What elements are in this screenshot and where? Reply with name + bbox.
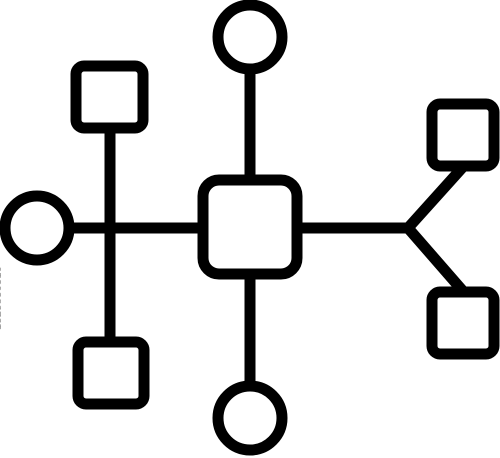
connector-right-lower-branch (402, 222, 468, 296)
right-bottom-square-node (426, 286, 500, 360)
top-circle-node (212, 0, 288, 75)
stock-id-label: 1525836310 (0, 265, 4, 330)
left-top-square-node (70, 60, 149, 134)
connector-right-upper-branch (402, 162, 468, 234)
left-bottom-square-node (72, 336, 150, 410)
bottom-circle-node (212, 380, 288, 456)
right-top-square-node (426, 98, 500, 172)
hub-node (197, 174, 303, 280)
left-circle-node (0, 190, 75, 266)
